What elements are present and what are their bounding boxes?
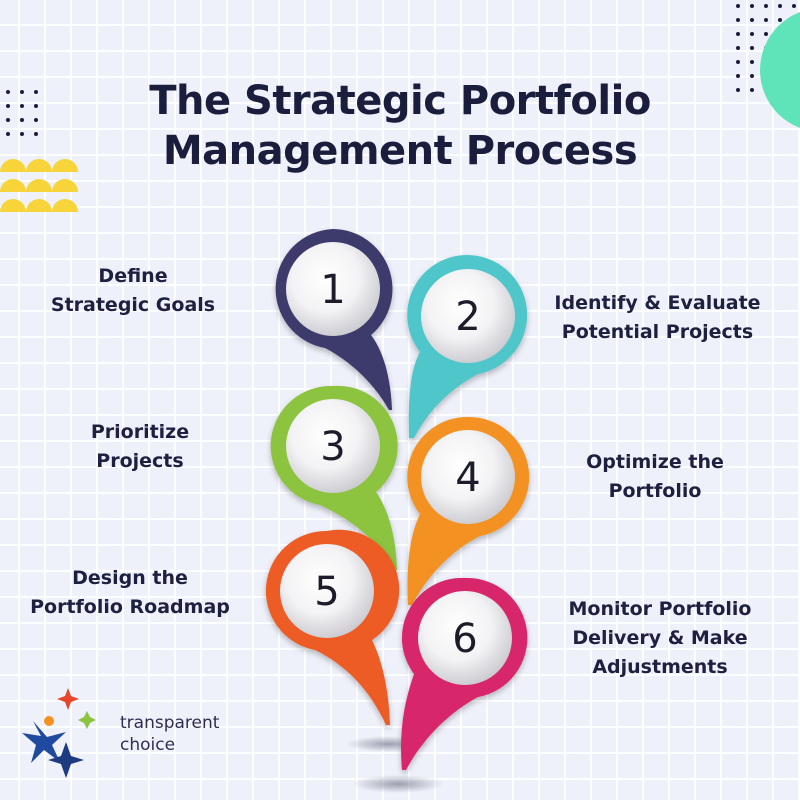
page-title: The Strategic Portfolio Management Proce… xyxy=(80,76,720,176)
label-line: Design the xyxy=(72,567,188,589)
step-5-number: 5 xyxy=(314,569,339,615)
pin-step-1: 1 xyxy=(275,229,393,410)
step-4-label: Optimize the Portfolio xyxy=(555,448,755,506)
step-2-label: Identify & Evaluate Potential Projects xyxy=(535,289,780,347)
label-line: Portfolio xyxy=(608,480,702,502)
yellow-scallop-decoration xyxy=(0,159,78,212)
label-line: Potential Projects xyxy=(561,321,754,343)
dot-pattern-top-left xyxy=(6,90,38,136)
pin-step-5: 5 xyxy=(265,529,400,725)
step-4-number: 4 xyxy=(455,455,480,501)
brand-name: transparent choice xyxy=(120,712,219,756)
label-line: Projects xyxy=(96,450,184,472)
step-3-label: Prioritize Projects xyxy=(40,418,240,476)
step-2-bubble xyxy=(421,269,515,363)
label-line: Prioritize xyxy=(90,421,190,443)
mint-circle-decoration xyxy=(760,12,800,128)
step-3-bubble xyxy=(286,399,380,493)
step-6-label: Monitor Portfolio Delivery & Make Adjust… xyxy=(540,595,780,682)
step-3-number: 3 xyxy=(320,424,345,470)
label-line: Adjustments xyxy=(592,656,728,678)
label-line: Optimize the xyxy=(586,451,724,473)
pin-step-3: 3 xyxy=(270,385,398,570)
step-2-number: 2 xyxy=(455,294,480,340)
pin-step-6: 6 xyxy=(401,577,528,770)
label-line: Delivery & Make xyxy=(572,627,748,649)
step-5-label: Design the Portfolio Roadmap xyxy=(14,564,246,622)
label-line: Strategic Goals xyxy=(50,294,216,316)
step-6-number: 6 xyxy=(452,616,477,662)
ground-shadow xyxy=(352,775,444,793)
label-line: Define xyxy=(98,265,168,287)
transparent-choice-logo xyxy=(22,688,96,778)
brand-line-2: choice xyxy=(120,735,176,755)
step-5-bubble xyxy=(280,544,374,638)
label-line: Identify & Evaluate xyxy=(554,292,761,314)
step-1-label: Define Strategic Goals xyxy=(18,262,248,320)
label-line: Portfolio Roadmap xyxy=(30,596,230,618)
step-1-bubble xyxy=(286,242,380,336)
step-1-number: 1 xyxy=(320,267,345,313)
brand-line-1: transparent xyxy=(120,713,220,733)
title-line-2: Management Process xyxy=(162,128,638,174)
label-line: Monitor Portfolio xyxy=(568,598,752,620)
step-4-bubble xyxy=(421,430,515,524)
title-line-1: The Strategic Portfolio xyxy=(149,78,651,124)
pin-step-4: 4 xyxy=(407,416,530,605)
pin-step-2: 2 xyxy=(407,254,528,438)
step-6-bubble xyxy=(418,591,512,685)
